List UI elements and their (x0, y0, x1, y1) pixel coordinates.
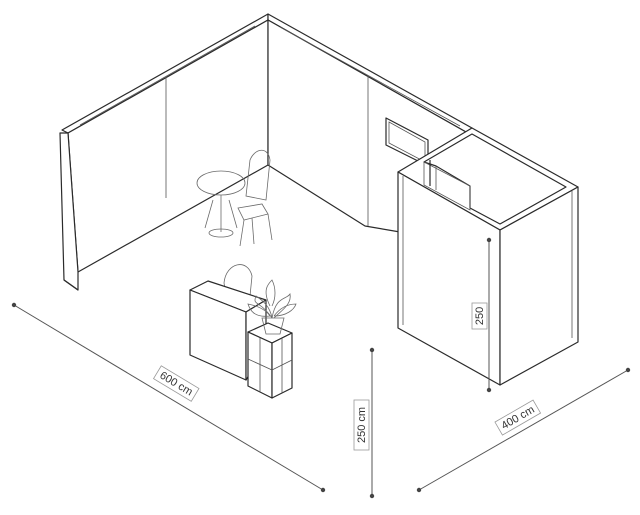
width-label-group: 600 cm (152, 365, 200, 402)
height-dimension (369, 347, 375, 499)
width-dimension (11, 302, 326, 493)
round-table (196, 170, 246, 238)
chair (237, 149, 273, 247)
potted-plant (247, 279, 297, 335)
height-label: 250 cm (356, 407, 368, 443)
cabin-height-dimension (486, 237, 492, 393)
back-left-wall (61, 13, 269, 273)
depth-label-group: 400 cm (494, 399, 542, 436)
cabin-height-label: 250 (474, 307, 486, 325)
height-label-group: 250 cm (353, 399, 370, 451)
storage-cabin (397, 127, 579, 386)
shelf-cube (247, 322, 293, 399)
back-right-wall (267, 13, 473, 233)
depth-dimension (416, 367, 631, 493)
cabin-height-label-group: 250 (471, 302, 488, 330)
left-end-panel (59, 132, 79, 291)
